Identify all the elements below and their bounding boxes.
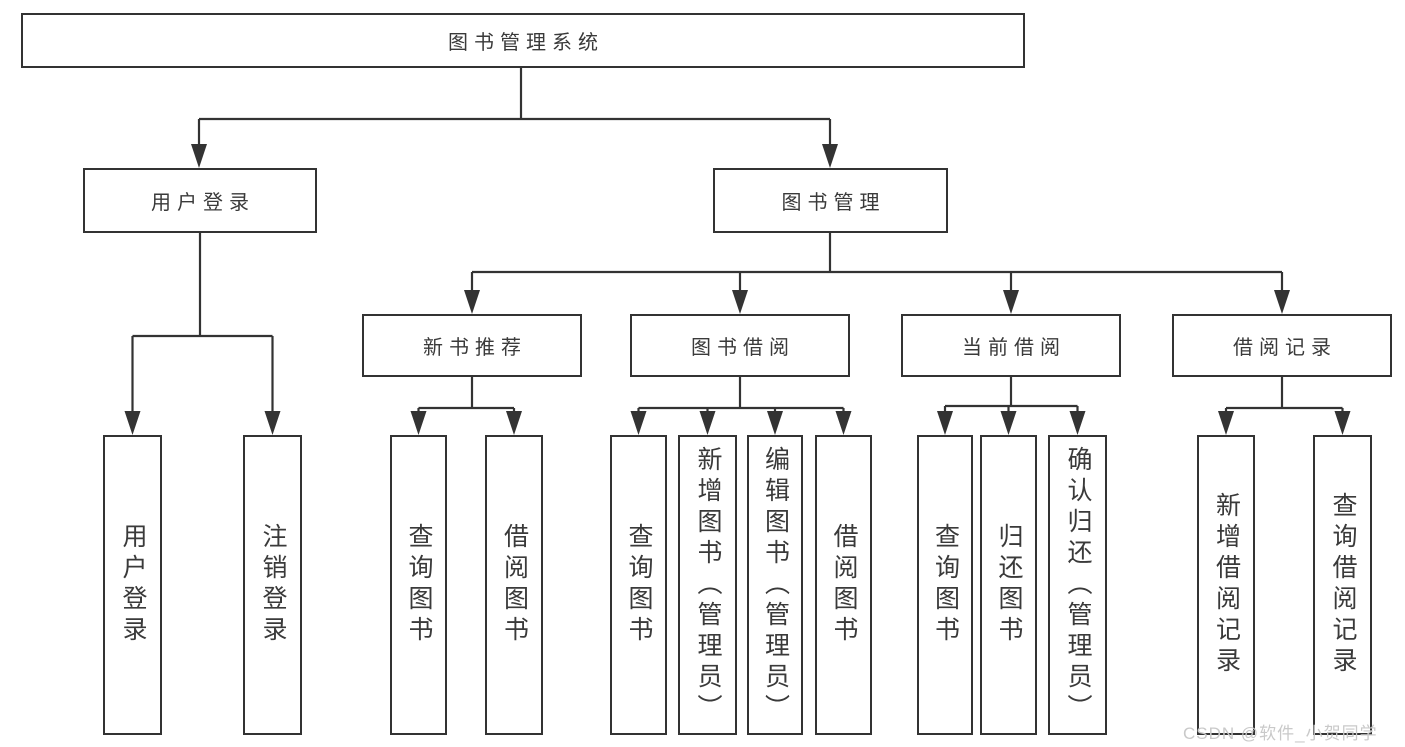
node-logout: 注销登录 xyxy=(243,435,302,735)
node-label: 编辑图书（管理员） xyxy=(761,445,790,725)
node-edit-book-admin: 编辑图书（管理员） xyxy=(747,435,803,735)
node-label: 借阅图书 xyxy=(830,523,858,647)
node-label: 用户登录 xyxy=(151,192,255,214)
node-query-books-recommend: 查询图书 xyxy=(390,435,447,735)
node-label: 查询借阅记录 xyxy=(1329,492,1357,678)
node-add-book-admin: 新增图书（管理员） xyxy=(678,435,737,735)
node-book-management: 图书管理 xyxy=(713,168,948,233)
node-user-login: 用户登录 xyxy=(83,168,317,233)
node-new-book-recommend: 新书推荐 xyxy=(362,314,582,377)
node-user-login-leaf: 用户登录 xyxy=(103,435,162,735)
node-borrow-records: 借阅记录 xyxy=(1172,314,1392,377)
node-label: 图书管理系统 xyxy=(448,32,604,54)
node-label: 当前借阅 xyxy=(962,337,1066,359)
node-label: 新增图书（管理员） xyxy=(694,445,722,725)
node-label: 新书推荐 xyxy=(423,337,527,359)
node-return-books: 归还图书 xyxy=(980,435,1037,735)
node-label: 注销登录 xyxy=(259,523,287,647)
node-label: 图书管理 xyxy=(781,192,886,214)
node-current-borrow: 当前借阅 xyxy=(901,314,1121,377)
node-label: 借阅图书 xyxy=(500,523,529,647)
node-query-books-current: 查询图书 xyxy=(917,435,973,735)
node-label: 确认归还（管理员） xyxy=(1064,445,1092,725)
node-query-borrow-record: 查询借阅记录 xyxy=(1313,435,1372,735)
node-label: 借阅记录 xyxy=(1233,337,1337,359)
node-label: 新增借阅记录 xyxy=(1212,492,1241,678)
node-confirm-return-admin: 确认归还（管理员） xyxy=(1048,435,1107,735)
node-query-books-borrow: 查询图书 xyxy=(610,435,667,735)
node-label: 查询图书 xyxy=(625,523,653,647)
node-label: 图书借阅 xyxy=(691,337,795,359)
node-book-borrow: 图书借阅 xyxy=(630,314,850,377)
node-label: 归还图书 xyxy=(995,523,1023,647)
node-borrow-books-recommend: 借阅图书 xyxy=(485,435,543,735)
node-label: 查询图书 xyxy=(405,523,433,647)
node-label: 查询图书 xyxy=(931,523,960,647)
node-library-management-system: 图书管理系统 xyxy=(21,13,1025,68)
node-add-borrow-record: 新增借阅记录 xyxy=(1197,435,1255,735)
node-borrow-books: 借阅图书 xyxy=(815,435,872,735)
csdn-watermark: CSDN @软件_小贺同学 xyxy=(1183,724,1378,743)
node-label: 用户登录 xyxy=(119,523,147,647)
